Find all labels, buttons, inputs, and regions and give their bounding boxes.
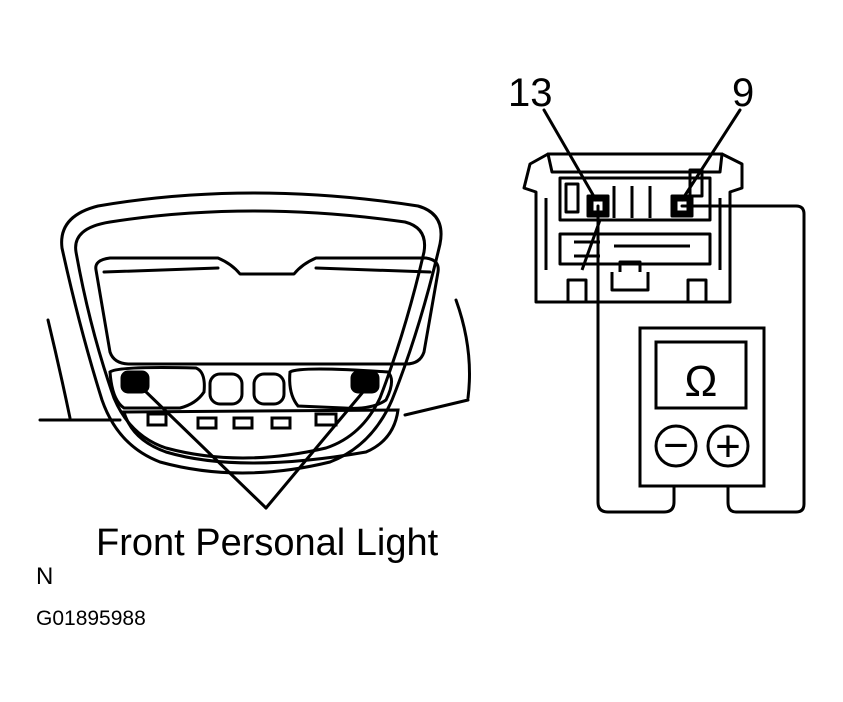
pin-label-13: 13 <box>508 71 553 115</box>
caption-front-personal-light: Front Personal Light <box>96 522 439 564</box>
connector <box>522 152 744 304</box>
ohm-symbol: Ω <box>685 357 718 406</box>
ohmmeter <box>638 326 766 488</box>
personal-light-right <box>288 367 393 410</box>
overhead-console <box>38 191 471 475</box>
pin-label-9: 9 <box>732 71 754 115</box>
caption-leaders <box>140 384 370 510</box>
negative-terminal: − <box>663 421 689 470</box>
positive-terminal: + <box>715 422 741 471</box>
pin-leaders <box>542 108 742 202</box>
figure-code: G01895988 <box>36 607 146 630</box>
test-leads <box>596 204 806 514</box>
console-switches <box>122 372 400 465</box>
view-letter: N <box>36 563 53 590</box>
